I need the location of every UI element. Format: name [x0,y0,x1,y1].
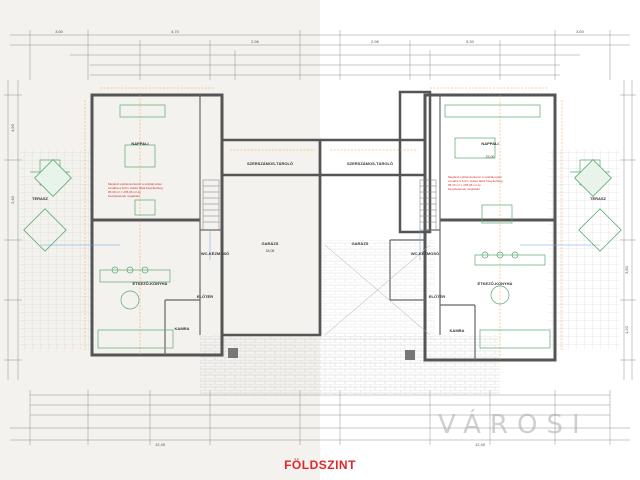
left-note-line-4: beépítésének megfelelő [108,194,140,198]
right-garazs-label: GARÁZS [352,241,369,246]
left-note-line-3: 95,30 m² = 235,06 m² és [108,190,141,194]
left-chimney [228,348,238,358]
dim-top-right-1: 2,96 [371,39,380,44]
stairs [202,179,437,231]
front-yard-paving [200,335,500,395]
left-note-line-2: vonalba a 6,0m. Hátsó falak beépítettség [108,186,163,190]
right-note-line-2: vonalba a 6,0m. Hátsó falak beépítettség [448,179,503,183]
dim-side-1: 4,90 [10,123,15,132]
right-nappali-area: 23,00 [486,155,495,159]
left-szerszamos-label: SZERSZÁMOS-TÁROLÓ [247,161,293,166]
left-wc-label: WC-KÉZMOSÓ [201,251,229,256]
dim-side-3: 3,80 [624,265,629,274]
left-regulation-note: Meglévő épületszerkezet a szabályozási v… [108,182,163,198]
right-kamra-label: KAMRA [450,328,465,333]
dim-side-4: 1,20 [624,325,629,334]
watermark-logo: VÁROSI [438,410,589,440]
right-regulation-note: Meglévő épületszerkezet a szabályozási v… [448,175,503,191]
dim-top-left-1: 3,60 [55,29,64,34]
construction-lines [84,87,563,360]
right-terrace-table [574,159,622,252]
garage-diagonal [324,244,431,336]
left-garazs-label: GARÁZS [262,241,279,246]
blue-annotation-lines [40,230,600,260]
left-garage-walls [222,138,322,337]
right-wc-label: WC-KÉZMOSÓ [411,251,439,256]
bottom-dimension-lines [10,390,630,445]
left-kamra-label: KAMRA [175,326,190,331]
top-dimension-lines [10,34,630,76]
left-nappali-label: NAPPALI [131,141,148,146]
right-szerszamos-label: SZERSZÁMOS-TÁROLÓ [347,161,393,166]
left-terasz-label: TERASZ [32,196,49,201]
dim-bottom-left: 12,45 [155,442,166,447]
right-eloter-label: ELŐTÉR [429,294,445,299]
right-terasz-label: TERASZ [590,196,607,201]
left-unit-walls [90,93,224,357]
right-etkezo-label: ÉTKEZŐ-KONYHA [478,281,513,286]
right-garage-walls [318,90,432,335]
dim-top-right-2: 5,30 [466,39,475,44]
right-chimney [405,350,415,360]
left-garazs-area: 18,08 [266,249,275,253]
dim-top-left-3: 2,96 [251,39,260,44]
right-note-line-1: Meglévő épületszerkezet a szabályozási [448,175,502,179]
dim-top-right-3: 3,60 [576,29,585,34]
dim-bottom-right: 12,45 [475,442,486,447]
dim-side-2: 2,40 [10,195,15,204]
left-note-line-1: Meglévő épületszerkezet a szabályozási [108,182,162,186]
top-dimension-ticks [29,30,611,80]
side-dimension-lines [4,80,636,380]
left-terrace-table [23,159,72,252]
left-eloter-label: ELŐTÉR [197,294,213,299]
right-note-line-4: beépítésének megfelelő [448,187,480,191]
plan-title: FÖLDSZINT [284,458,356,472]
right-note-line-3: 95,30 m² = 235,06 m² és [448,183,481,187]
right-unit-walls [423,93,557,362]
dim-top-left-2: 4,70 [171,29,180,34]
right-nappali-label: NAPPALI [481,141,498,146]
left-etkezo-label: ÉTKEZŐ-KONYHA [133,281,168,286]
